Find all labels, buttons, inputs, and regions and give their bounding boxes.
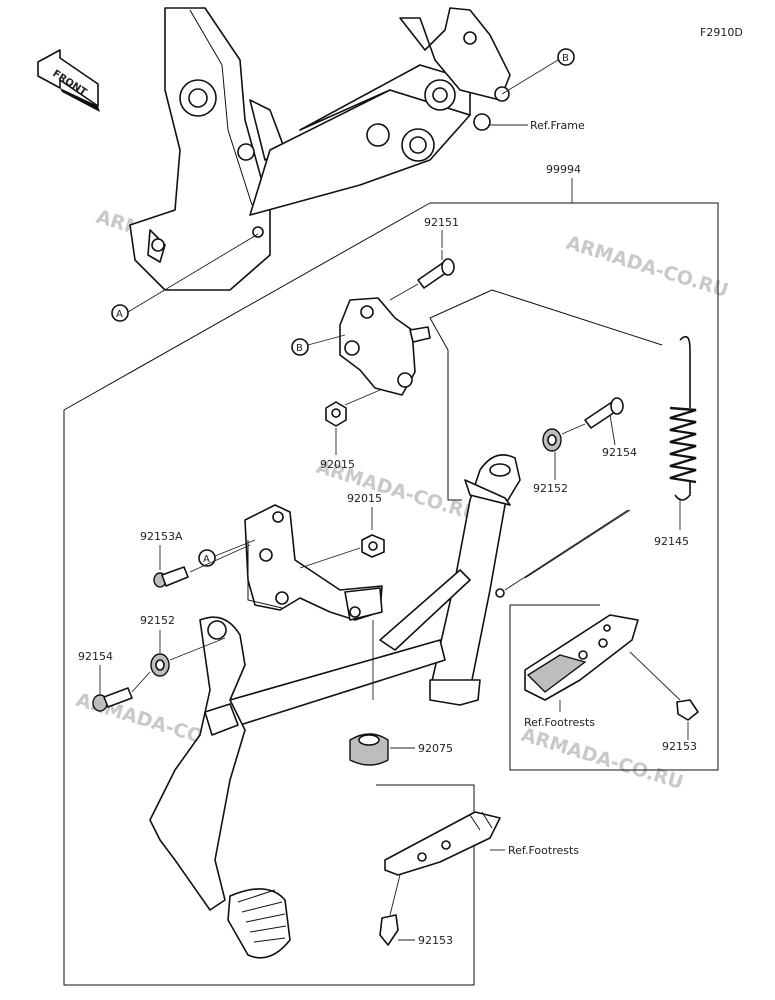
part-number-label: 92154 — [602, 446, 637, 459]
label: A — [116, 309, 123, 320]
footrest-lower: Ref.Footrests 92153 — [379, 811, 579, 947]
part-number-label: 92015 — [347, 492, 382, 505]
part-number-label: 92152 — [533, 482, 568, 495]
bolt-92154-left: 92154 — [78, 650, 151, 712]
mounting-bracket: B — [291, 297, 431, 396]
bolt-92154-right: 92154 — [584, 397, 637, 459]
nut-92015-upper: 92015 — [320, 389, 381, 471]
ref-frame-label: Ref.Frame — [530, 119, 585, 132]
part-number-label: 92153 — [418, 934, 453, 947]
collar-92152-right: 92152 — [533, 423, 586, 495]
spring-92145: 92145 — [654, 335, 697, 548]
watermarks: ARMADA-CO.RU ARMADA-CO.RU ARMADA-CO.RU A… — [74, 206, 731, 794]
watermark: ARMADA-CO.RU — [564, 232, 731, 302]
footrest-right: Ref.Footrests 92153 — [524, 614, 699, 753]
ref-footrests-label-upper: Ref.Footrests — [524, 716, 595, 729]
bolt-92153A: 92153A — [140, 530, 251, 588]
part-number-label: 92154 — [78, 650, 113, 663]
assembly-number: 99994 — [546, 163, 581, 176]
rubber-stopper-92075: 92075 — [349, 733, 453, 766]
label: A — [203, 554, 210, 565]
ref-footrests-label-lower: Ref.Footrests — [508, 844, 579, 857]
part-number-label: 92145 — [654, 535, 689, 548]
front-arrow-icon: FRONT — [37, 49, 100, 112]
collar-92152-left: 92152 — [140, 614, 226, 677]
part-number-label: 92152 — [140, 614, 175, 627]
frame-drawing — [129, 7, 511, 291]
diagram-code: F2910D — [700, 26, 743, 39]
label: B — [296, 343, 303, 354]
part-number-label: 92153A — [140, 530, 183, 543]
callout-b-top — [557, 48, 575, 66]
part-number-label: 92015 — [320, 458, 355, 471]
callout-a-top: A — [111, 233, 259, 322]
bolt-92151: 92151 — [389, 216, 459, 301]
center-stand — [149, 454, 629, 959]
part-number-label: 92075 — [418, 742, 453, 755]
watermark: ARMADA-CO.RU — [519, 724, 686, 794]
part-number-label: 92153 — [662, 740, 697, 753]
stand-bracket-plate: A 92015 — [198, 492, 385, 700]
label: B — [562, 53, 569, 64]
ref-frame-callout: B Ref.Frame — [488, 48, 585, 132]
assembly-outline: 99994 — [63, 163, 719, 986]
part-number-label: 92151 — [424, 216, 459, 229]
callout-b — [291, 338, 309, 356]
callout-a — [198, 549, 216, 567]
